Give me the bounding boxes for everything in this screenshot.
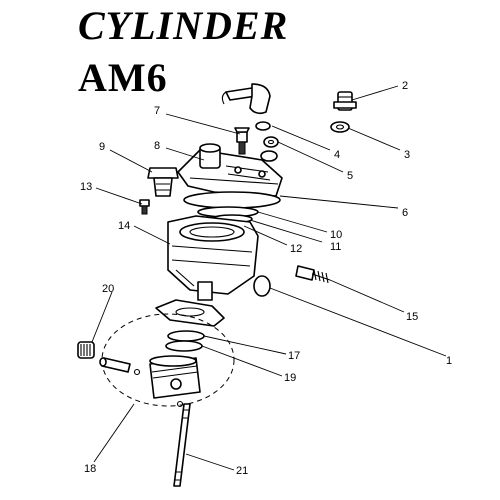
leader-lines xyxy=(91,85,447,471)
title-line-2: AM6 xyxy=(78,55,168,100)
base-gasket-part xyxy=(155,299,225,327)
cylinder-head-part xyxy=(177,143,283,197)
thermostat-housing-part xyxy=(147,167,179,197)
bolt-part xyxy=(139,199,150,215)
callout-14: 14 xyxy=(118,220,130,232)
head-gasket-part xyxy=(183,191,281,209)
callout-4: 4 xyxy=(334,149,340,161)
fitting-bolt-part xyxy=(295,265,331,284)
spark-plug-part xyxy=(234,127,250,155)
temperature-sensor-part xyxy=(333,91,357,111)
callout-18: 18 xyxy=(84,463,96,475)
callout-1: 1 xyxy=(446,355,452,367)
cylinder-o-ring-part xyxy=(253,275,271,297)
callout-11: 11 xyxy=(330,241,341,253)
sensor-washer-part xyxy=(330,121,350,133)
callout-17: 17 xyxy=(288,350,300,362)
callout-6: 6 xyxy=(402,207,408,219)
title-line-1: CYLINDER xyxy=(78,3,289,48)
piston-rings-part xyxy=(165,330,205,352)
callout-3: 3 xyxy=(404,149,410,161)
cylinder-block-part xyxy=(167,215,259,301)
callout-20: 20 xyxy=(102,283,114,295)
callout-19: 19 xyxy=(284,372,296,384)
callout-5: 5 xyxy=(347,170,353,182)
stud-part xyxy=(173,403,191,487)
callout-21: 21 xyxy=(236,465,248,477)
spark-plug-cap-part xyxy=(221,83,271,115)
callout-15: 15 xyxy=(406,311,418,323)
needle-bearing-part xyxy=(77,341,95,359)
callout-13: 13 xyxy=(80,181,92,193)
piston-pin-part xyxy=(99,357,184,408)
head-nuts-part xyxy=(255,121,279,162)
callout-2: 2 xyxy=(402,80,408,92)
callout-7: 7 xyxy=(154,105,160,117)
callout-8: 8 xyxy=(154,140,160,152)
callout-9: 9 xyxy=(99,141,105,153)
piston-part xyxy=(149,355,201,399)
callout-labels: 2 3 4 5 6 7 8 9 10 11 12 13 14 15 1 17 1… xyxy=(80,80,452,477)
piston-group-outline xyxy=(101,313,235,407)
callout-10: 10 xyxy=(330,229,342,241)
callout-12: 12 xyxy=(290,243,302,255)
